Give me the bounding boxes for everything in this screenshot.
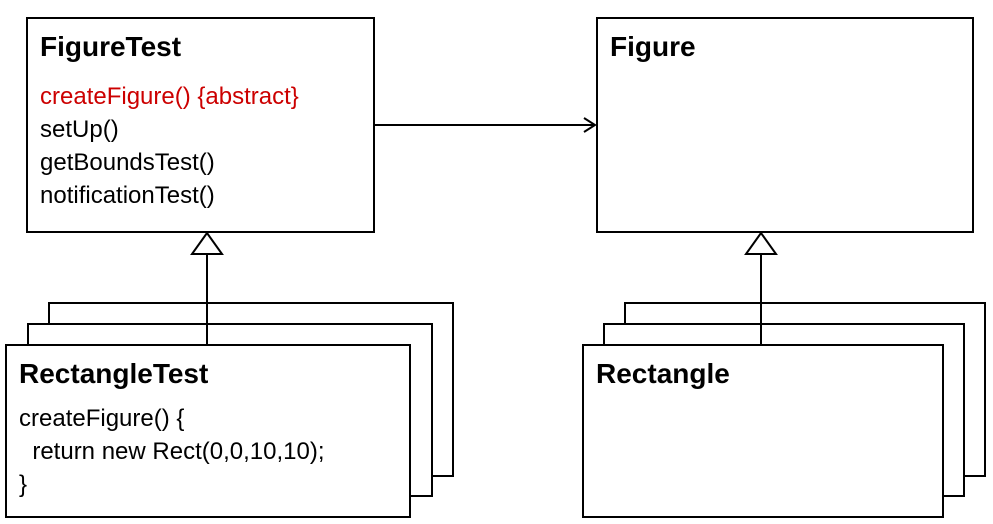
rectangle-test-code-line-1: createFigure() {: [19, 405, 185, 432]
rectangle-class: Rectangle: [582, 344, 944, 518]
figure-test-class: FigureTest createFigure() {abstract} set…: [26, 17, 375, 233]
association-arrow: [375, 117, 597, 133]
inheritance-arrow-figure-test: [190, 231, 224, 344]
inheritance-arrow-figure: [744, 231, 778, 344]
rectangle-test-title: RectangleTest: [19, 358, 209, 389]
rectangle-test-code-line-2: return new Rect(0,0,10,10);: [19, 438, 325, 465]
figure-class: Figure: [596, 17, 974, 233]
notification-test-method: notificationTest(): [40, 182, 215, 209]
figure-title: Figure: [610, 31, 696, 62]
setup-method: setUp(): [40, 116, 119, 143]
rectangle-test-class: RectangleTest createFigure() { return ne…: [5, 344, 411, 518]
rectangle-test-code-line-3: }: [19, 471, 28, 498]
create-figure-abstract-method: createFigure() {abstract}: [40, 83, 299, 110]
figure-test-title: FigureTest: [40, 31, 182, 62]
get-bounds-test-method: getBoundsTest(): [40, 149, 215, 176]
rectangle-title: Rectangle: [596, 358, 730, 389]
